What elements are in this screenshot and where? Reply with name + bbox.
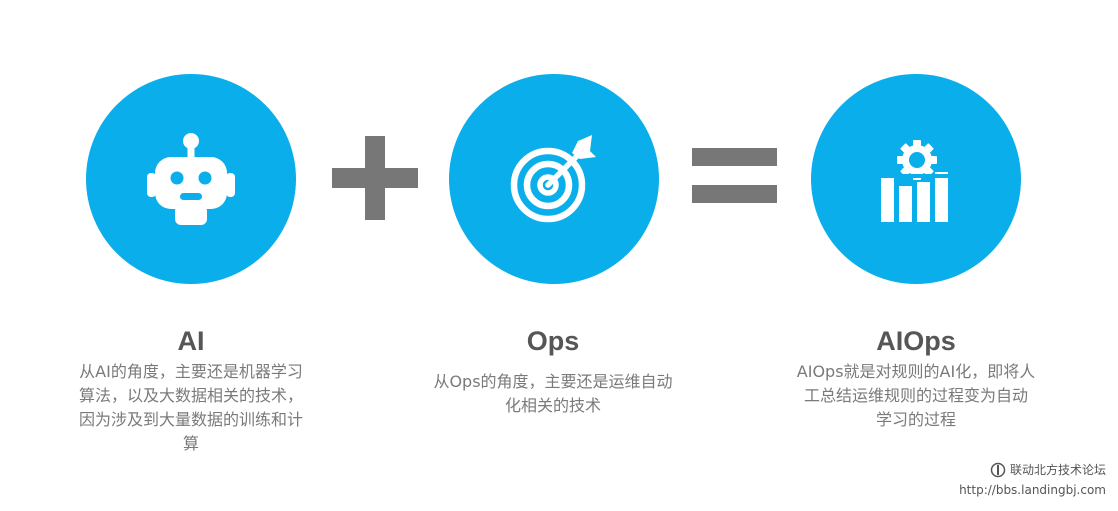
gear-bar-chart-icon	[881, 140, 951, 222]
ai-circle	[86, 74, 296, 284]
aiops-description-line: 学习的过程	[875, 410, 956, 429]
ops-circle	[449, 74, 659, 284]
watermark: 联动北方技术论坛 http://bbs.landingbj.com	[959, 460, 1106, 500]
target-arrow-icon	[510, 135, 596, 223]
ai-description-line: 因为涉及到大量数据的训练和计	[78, 410, 303, 429]
aiops-title: AIOps	[876, 326, 956, 356]
ai-title: AI	[177, 326, 205, 356]
aiops-description-line: AIOps就是对规则的AI化，即将人	[796, 362, 1036, 381]
ai-description-line: 算	[182, 434, 199, 453]
ops-description: 从Ops的角度，主要还是运维自动 化相关的技术	[413, 370, 693, 418]
aiops-circle	[811, 74, 1021, 284]
ops-title: Ops	[526, 326, 580, 356]
aiops-description-line: 工总结运维规则的过程变为自动	[803, 386, 1028, 405]
watermark-name: 联动北方技术论坛	[1009, 463, 1106, 477]
ops-description-line: 从Ops的角度，主要还是运维自动	[433, 372, 673, 391]
robot-icon	[147, 133, 235, 225]
ops-description-line: 化相关的技术	[504, 396, 601, 415]
ai-description: 从AI的角度，主要还是机器学习 算法，以及大数据相关的技术， 因为涉及到大量数据…	[61, 360, 321, 456]
aiops-description: AIOps就是对规则的AI化，即将人 工总结运维规则的过程变为自动 学习的过程	[776, 360, 1056, 432]
forum-logo-icon	[990, 462, 1006, 478]
plus-icon	[332, 136, 418, 220]
equals-icon	[692, 148, 777, 203]
watermark-url: http://bbs.landingbj.com	[959, 483, 1106, 497]
ai-description-line: 算法，以及大数据相关的技术，	[78, 386, 303, 405]
ai-description-line: 从AI的角度，主要还是机器学习	[79, 362, 303, 381]
